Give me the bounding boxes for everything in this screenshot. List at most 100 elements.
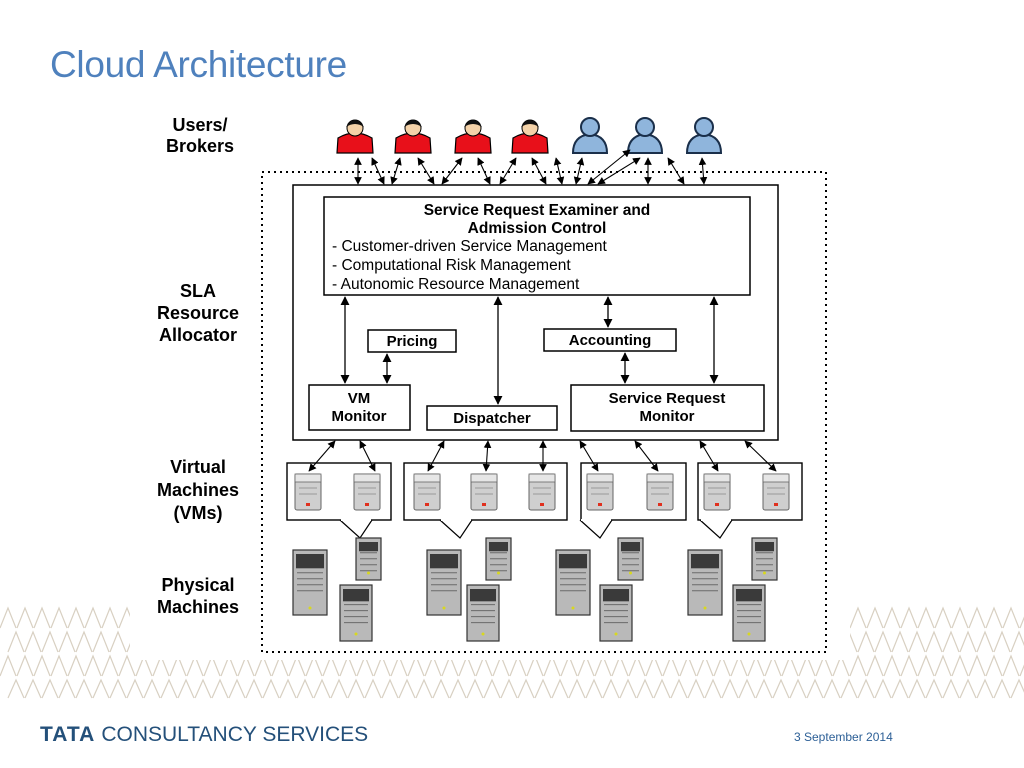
layer-label-users-line2: Brokers: [166, 136, 234, 156]
pattern-triangle: [857, 630, 875, 653]
pattern-triangle: [432, 678, 450, 699]
logo-company: CONSULTANCY SERVICES: [101, 723, 369, 746]
pattern-triangle: [619, 678, 637, 699]
pattern-triangle: [415, 678, 433, 699]
pattern-triangle: [33, 654, 51, 677]
pattern-triangle: [883, 606, 901, 629]
pattern-triangle: [500, 678, 518, 699]
user-arrow: [390, 157, 402, 185]
pattern-triangle: [16, 606, 34, 629]
user-arrow: [499, 157, 517, 185]
pattern-triangle: [883, 654, 901, 677]
slide-date: 3 September 2014: [794, 730, 893, 744]
pattern-triangle: [704, 678, 722, 699]
broker-icon: [685, 117, 723, 154]
pattern-triangle: [840, 678, 858, 699]
users-layer: [336, 117, 723, 154]
pattern-triangle: [58, 678, 76, 699]
pattern-triangle: [211, 678, 229, 699]
pattern-triangle: [687, 678, 705, 699]
pattern-triangle: [118, 654, 136, 677]
user-arrow: [698, 157, 708, 185]
vm-server-icon: [586, 473, 614, 511]
pattern-triangle: [296, 678, 314, 699]
pattern-triangle: [738, 678, 756, 699]
pattern-triangle: [976, 678, 994, 699]
pattern-triangle: [0, 606, 17, 629]
pattern-triangle: [1010, 678, 1024, 699]
pattern-triangle: [925, 630, 943, 653]
vm-server-icon: [294, 473, 322, 511]
layer-label-vms-line2: Machines: [157, 480, 239, 500]
pattern-triangle: [1010, 630, 1024, 653]
pattern-triangle: [585, 678, 603, 699]
pattern-triangle: [934, 606, 952, 629]
vm-server-icon: [762, 473, 790, 511]
pattern-triangle: [279, 678, 297, 699]
pattern-triangle: [534, 678, 552, 699]
vm-server-icon: [646, 473, 674, 511]
pattern-triangle: [942, 678, 960, 699]
pattern-triangle: [1019, 664, 1024, 677]
pattern-triangle: [16, 654, 34, 677]
physical-server-icon: [617, 537, 644, 581]
vm-monitor-line1: VM: [348, 390, 371, 407]
vm-arrow: [744, 440, 777, 472]
pattern-triangle: [636, 678, 654, 699]
pattern-triangle: [849, 606, 867, 629]
layer-label-sla-line1: SLA: [180, 281, 216, 301]
pattern-triangle: [101, 654, 119, 677]
physical-server-icon: [355, 537, 382, 581]
pattern-triangle: [908, 630, 926, 653]
pricing-label: Pricing: [387, 333, 438, 350]
user-arrow: [417, 157, 435, 185]
consumer-icon: [454, 119, 492, 154]
srm-line2: Monitor: [640, 408, 695, 425]
pattern-triangle: [900, 654, 918, 677]
vm-arrow: [359, 440, 376, 472]
pattern-triangle: [857, 678, 875, 699]
user-arrow: [667, 157, 685, 185]
layer-label-users-line1: Users/: [172, 115, 227, 135]
vm-server-icon: [413, 473, 441, 511]
examiner-title-line2: Admission Control: [468, 220, 607, 237]
examiner-item-3: - Autonomic Resource Management: [332, 276, 580, 293]
examiner-item-1: - Customer-driven Service Management: [332, 238, 607, 255]
physical-server-icon: [555, 549, 591, 616]
physical-server-icon: [426, 549, 462, 616]
examiner-title-line1: Service Request Examiner and: [424, 202, 651, 219]
logo-brand: TATA: [40, 723, 96, 746]
vm-arrow: [427, 440, 445, 472]
pattern-triangle: [160, 678, 178, 699]
pattern-triangle: [976, 630, 994, 653]
pattern-triangle: [568, 678, 586, 699]
broker-icon: [626, 117, 664, 154]
pattern-triangle: [1019, 616, 1024, 629]
pattern-triangle: [67, 654, 85, 677]
user-arrow: [531, 157, 547, 185]
pattern-triangle: [330, 678, 348, 699]
pattern-triangle: [109, 678, 127, 699]
slide-title: Cloud Architecture: [50, 44, 347, 85]
pattern-triangle: [925, 678, 943, 699]
internal-arrows: [340, 296, 719, 405]
pattern-triangle: [228, 678, 246, 699]
pattern-triangle: [934, 654, 952, 677]
vm-server-icon: [528, 473, 556, 511]
vm-group: [403, 462, 568, 539]
pattern-triangle: [194, 678, 212, 699]
service-request-monitor-box: Service Request Monitor: [570, 384, 765, 432]
vm-arrow: [308, 440, 336, 472]
dispatcher-box: Dispatcher: [426, 405, 558, 431]
pattern-triangle: [7, 630, 25, 653]
pattern-triangle: [959, 678, 977, 699]
pattern-triangle: [951, 606, 969, 629]
pattern-triangle: [900, 606, 918, 629]
accounting-box: Accounting: [543, 328, 677, 352]
user-arrow: [477, 157, 491, 185]
pattern-triangle: [398, 678, 416, 699]
pattern-triangle: [993, 678, 1011, 699]
vm-group: [286, 462, 392, 539]
layer-label-sla-line3: Allocator: [159, 325, 237, 345]
pattern-triangle: [917, 606, 935, 629]
